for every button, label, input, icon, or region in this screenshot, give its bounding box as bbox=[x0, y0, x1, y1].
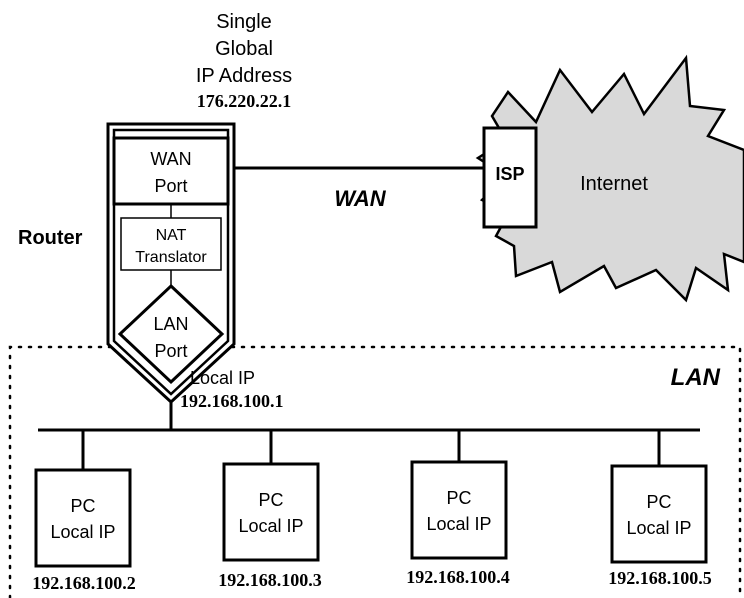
router-label: Router bbox=[18, 227, 83, 249]
lan-port-line2: Port bbox=[154, 341, 187, 361]
isp-label: ISP bbox=[495, 164, 524, 184]
pc-4-box bbox=[610, 464, 708, 564]
pc-2-box bbox=[222, 462, 320, 562]
pc-3: PC Local IP 192.168.100.4 bbox=[406, 430, 510, 587]
pc-1-label: Local IP bbox=[50, 522, 115, 542]
router-inner-outline bbox=[112, 128, 230, 396]
pc-4: PC Local IP 192.168.100.5 bbox=[608, 430, 712, 588]
nat-line1: NAT bbox=[156, 227, 187, 244]
router-local-ip: 192.168.100.1 bbox=[180, 391, 284, 411]
lan-label: LAN bbox=[671, 364, 721, 391]
pc-4-ip: 192.168.100.5 bbox=[608, 568, 712, 588]
global-ip-line2: Global bbox=[215, 38, 273, 60]
internet-label: Internet bbox=[580, 173, 648, 195]
pc-1-title: PC bbox=[70, 496, 95, 516]
lan-port bbox=[117, 283, 225, 385]
pc-2-title: PC bbox=[258, 490, 283, 510]
pc-3-title: PC bbox=[446, 488, 471, 508]
global-ip-line3: IP Address bbox=[196, 65, 292, 87]
pc-2-label: Local IP bbox=[238, 516, 303, 536]
nat-line2: Translator bbox=[135, 249, 207, 266]
router-local-ip-label: Local IP bbox=[190, 368, 255, 388]
pc-4-title: PC bbox=[646, 492, 671, 512]
global-ip-address: 176.220.22.1 bbox=[197, 91, 292, 111]
router: WAN Port NAT Translator LAN Port bbox=[106, 122, 236, 405]
lan-port-line1: LAN bbox=[153, 314, 188, 334]
pc-2: PC Local IP 192.168.100.3 bbox=[218, 430, 322, 590]
global-ip-line1: Single bbox=[216, 11, 272, 33]
pc-3-box bbox=[410, 460, 508, 560]
lan-boundary bbox=[8, 345, 742, 598]
global-ip-label: Single Global IP Address 176.220.22.1 bbox=[196, 11, 292, 111]
pc-1-ip: 192.168.100.2 bbox=[32, 573, 136, 593]
wan-label: WAN bbox=[334, 186, 386, 211]
pc-1-box bbox=[34, 468, 132, 568]
isp-box bbox=[482, 126, 538, 229]
pc-3-ip: 192.168.100.4 bbox=[406, 567, 510, 587]
wan-port-line2: Port bbox=[154, 176, 187, 196]
wan-port-line1: WAN bbox=[150, 149, 191, 169]
pc-2-ip: 192.168.100.3 bbox=[218, 570, 322, 590]
pc-3-label: Local IP bbox=[426, 514, 491, 534]
pc-1: PC Local IP 192.168.100.2 bbox=[32, 430, 136, 593]
internet-cloud bbox=[475, 54, 744, 303]
pc-4-label: Local IP bbox=[626, 518, 691, 538]
